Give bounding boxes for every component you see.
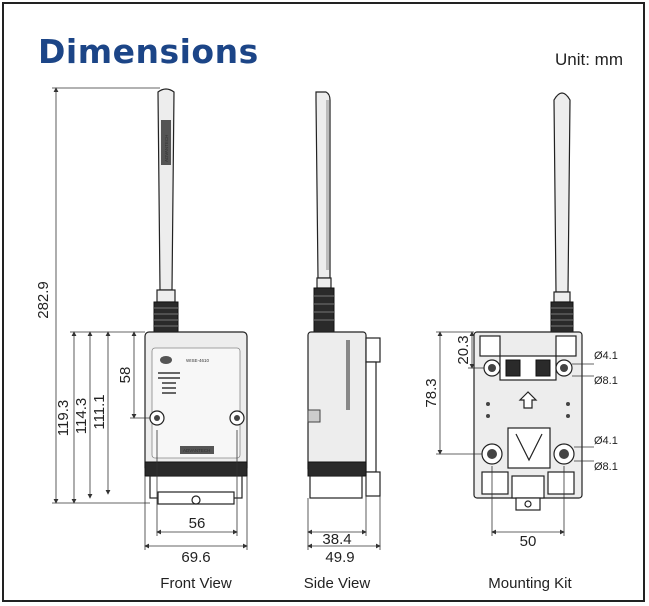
side-device-body — [307, 331, 381, 499]
dim-mount-hole2-small: Ø4.1 — [594, 435, 618, 447]
dim-front-w2: 69.6 — [181, 549, 210, 566]
side-dimensions: 38.4 49.9 — [307, 476, 381, 566]
mounting-view-label: Mounting Kit — [488, 575, 572, 592]
model-text: WISE-4610 — [186, 358, 210, 363]
mounting-dimensions: 20.3 78.3 Ø4.1 Ø8.1 Ø4.1 Ø8.1 50 — [423, 331, 618, 550]
page-title: Dimensions — [38, 32, 259, 71]
mounting-antenna — [550, 92, 574, 333]
dim-mount-h1: 20.3 — [455, 335, 472, 364]
antenna-brand-text: ADVANTECH — [164, 135, 169, 162]
dim-side-w1: 38.4 — [322, 531, 351, 548]
front-antenna: ADVANTECH — [153, 88, 179, 333]
dim-front-h3: 111.1 — [91, 394, 108, 429]
dim-mount-hole1-small: Ø4.1 — [594, 350, 618, 362]
front-view: ADVANTECH WISE-4610 ADVANTECH — [35, 87, 248, 592]
front-device-body: WISE-4610 ADVANTECH — [144, 331, 248, 505]
front-view-label: Front View — [160, 575, 232, 592]
unit-label: Unit: mm — [555, 50, 623, 69]
side-view: 38.4 49.9 Side View — [304, 91, 381, 592]
dim-mount-w1: 50 — [520, 533, 537, 550]
dim-mount-hole1-large: Ø8.1 — [594, 375, 618, 387]
dim-front-w1: 56 — [189, 515, 206, 532]
dim-front-h4: 58 — [117, 367, 134, 384]
mounting-view: 20.3 78.3 Ø4.1 Ø8.1 Ø4.1 Ø8.1 50 Mountin… — [423, 92, 618, 592]
side-antenna — [313, 91, 335, 333]
dim-mount-h2: 78.3 — [423, 378, 440, 407]
panel-brand-text: ADVANTECH — [183, 448, 210, 453]
dim-front-total-height: 282.9 — [35, 281, 52, 319]
dim-side-w2: 49.9 — [325, 549, 354, 566]
side-view-label: Side View — [304, 575, 371, 592]
dim-front-h2: 114.3 — [73, 398, 90, 434]
dim-mount-hole2-large: Ø8.1 — [594, 461, 618, 473]
dim-front-h1: 119.3 — [55, 400, 72, 436]
mounting-plate — [473, 331, 583, 511]
front-dimensions: 282.9 119.3 114.3 111.1 58 56 69.6 — [35, 87, 248, 566]
